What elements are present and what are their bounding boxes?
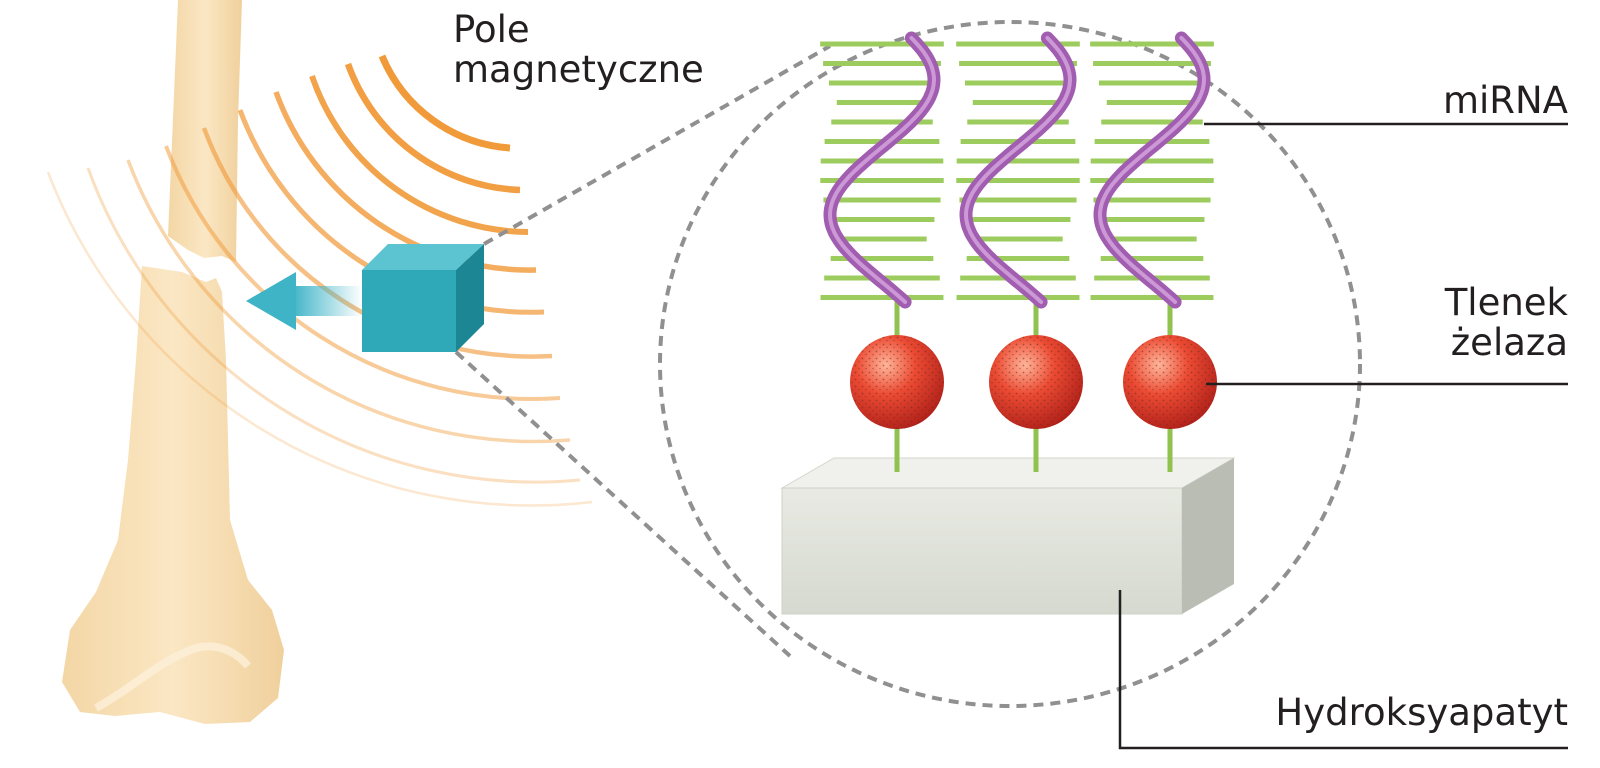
helix-highlight xyxy=(1097,36,1207,304)
base-pair xyxy=(959,61,1077,66)
base-pair xyxy=(1090,158,1214,164)
base-pair xyxy=(1099,80,1205,86)
helix-backbone xyxy=(1093,31,1211,309)
magnetic-field-arcs xyxy=(46,54,593,507)
base-pair xyxy=(1099,217,1205,222)
iron-oxide-particle xyxy=(850,335,944,429)
helix-highlight xyxy=(827,36,937,304)
helix-backbone xyxy=(959,31,1077,309)
base-pair xyxy=(830,256,934,261)
magnetic-field-label: Pole magnetyczne xyxy=(453,10,704,90)
iron-oxide-label-line1: Tlenek xyxy=(1444,281,1568,324)
base-pair xyxy=(837,236,927,242)
base-pair xyxy=(1107,236,1197,242)
zoom-circle xyxy=(658,20,1362,708)
hydroxyapatite-label: Hydroksyapatyt xyxy=(1275,691,1568,734)
base-pair xyxy=(1093,61,1211,66)
helix-backbone xyxy=(823,31,941,309)
magnetic-field-label-line2: magnetyczne xyxy=(453,48,704,91)
base-pair xyxy=(820,178,944,183)
iron-oxide-label-line2: żelaza xyxy=(1450,321,1568,364)
base-pair xyxy=(956,158,1080,164)
base-pair xyxy=(820,295,944,300)
base-pair xyxy=(1090,295,1214,300)
base-pair xyxy=(973,236,1063,242)
base-pair xyxy=(972,100,1064,105)
leader-lines xyxy=(1118,122,1568,750)
mirna-helix xyxy=(956,31,1080,309)
helix-highlight xyxy=(963,36,1073,304)
leader-line-hydroxyapatite xyxy=(1118,590,1568,750)
base-pair xyxy=(956,295,1080,300)
magnetic-field-label-line1: Pole xyxy=(453,8,530,51)
implant-cube xyxy=(362,244,484,352)
mirna-label: miRNA xyxy=(1442,79,1568,122)
zoom-lines xyxy=(454,44,831,658)
base-pair xyxy=(1100,256,1204,261)
mirna-helices xyxy=(820,31,1214,309)
base-pair xyxy=(1090,41,1214,47)
base-pair xyxy=(836,100,928,105)
base-pair xyxy=(959,197,1077,203)
movement-arrow xyxy=(246,272,362,330)
base-pair xyxy=(829,80,935,86)
base-pair xyxy=(823,197,941,203)
iron-oxide-label: Tlenek żelaza xyxy=(1445,283,1568,363)
base-pair xyxy=(956,41,1080,47)
base-pair xyxy=(1090,178,1214,183)
iron-oxide-particle xyxy=(989,335,1083,429)
bone-lower-fragment xyxy=(62,266,284,724)
base-pair xyxy=(1101,119,1203,125)
base-pair xyxy=(820,158,944,164)
base-pair xyxy=(965,80,1071,86)
base-pair xyxy=(1093,197,1211,203)
base-pair xyxy=(967,119,1069,125)
hydroxyapatite-block xyxy=(780,457,1236,615)
iron-oxide-particles xyxy=(850,335,1217,429)
base-pair xyxy=(823,61,941,66)
bone-condyle-ridge xyxy=(94,642,252,712)
base-pair xyxy=(966,256,1070,261)
mirna-helix xyxy=(1090,31,1214,309)
base-pair xyxy=(820,41,944,47)
base-pair xyxy=(1106,100,1198,105)
mirna-helix xyxy=(820,31,944,309)
iron-oxide-particle xyxy=(1123,335,1217,429)
base-pair xyxy=(965,217,1071,222)
base-pair xyxy=(956,178,1080,183)
base-pair xyxy=(831,119,933,125)
base-pair xyxy=(829,217,935,222)
